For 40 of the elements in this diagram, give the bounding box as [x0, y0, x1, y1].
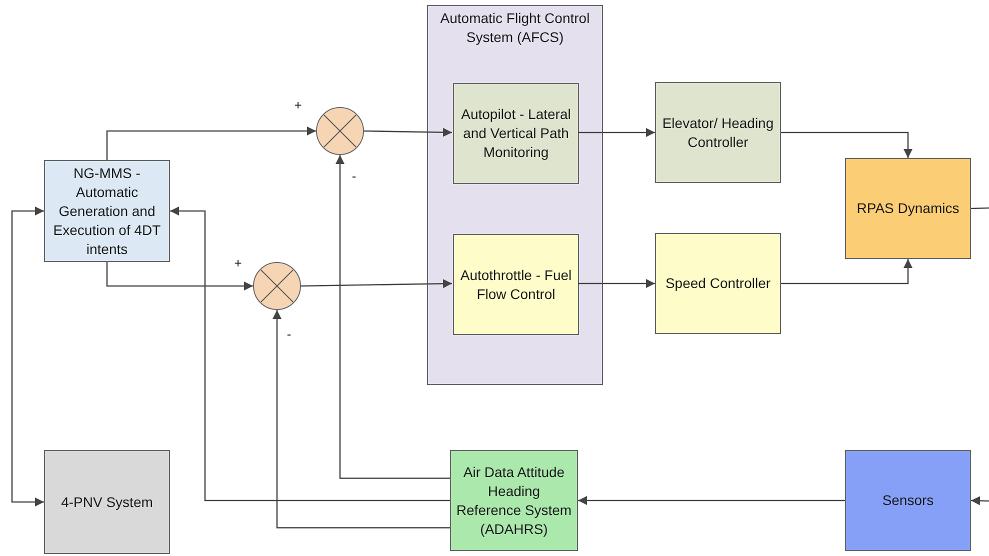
arrow [970, 496, 989, 506]
node-label: Elevator/ Heading Controller [661, 114, 775, 152]
arrow [578, 279, 655, 288]
node-label: Sensors [882, 491, 934, 510]
node-label: NG-MMS - Automatic Generation and Execution of 4DT intents [52, 164, 162, 258]
arrow [781, 132, 912, 158]
system-container [427, 5, 603, 385]
sign-label: - [286, 326, 292, 342]
process-box [450, 450, 578, 551]
arrow [272, 310, 450, 528]
arrow [578, 128, 655, 137]
sign-label: + [234, 256, 242, 270]
node-label: Autothrottle - Fuel Flow Control [459, 266, 573, 304]
summing-junction [253, 262, 301, 310]
node-label: Speed Controller [665, 274, 771, 293]
process-box [845, 158, 971, 259]
node-label: 4-PNV System [61, 492, 153, 512]
arrow [781, 259, 912, 284]
process-box [453, 234, 579, 335]
arrow [336, 155, 450, 479]
summing-junction [316, 107, 364, 155]
arrow [11, 206, 44, 506]
process-box [44, 160, 170, 262]
process-box [845, 450, 971, 551]
node-label: Air Data Attitude Heading Reference System (ADAHRS) [455, 462, 573, 538]
process-box [655, 82, 781, 183]
arrow [364, 128, 452, 137]
arrow [578, 496, 845, 505]
node-label: Automatic Flight Control System (AFCS) [439, 9, 591, 47]
node-label: RPAS Dynamics [856, 199, 960, 218]
sign-label: - [352, 168, 356, 184]
node-label: Autopilot - Lateral and Vertical Path Monitoring [460, 105, 572, 162]
arrow [106, 262, 253, 290]
process-box [44, 450, 170, 554]
process-box [453, 83, 579, 184]
arrow [170, 206, 450, 502]
arrow [300, 279, 452, 288]
sign-label: + [294, 98, 302, 112]
arrow [106, 126, 316, 160]
process-box [655, 233, 781, 334]
